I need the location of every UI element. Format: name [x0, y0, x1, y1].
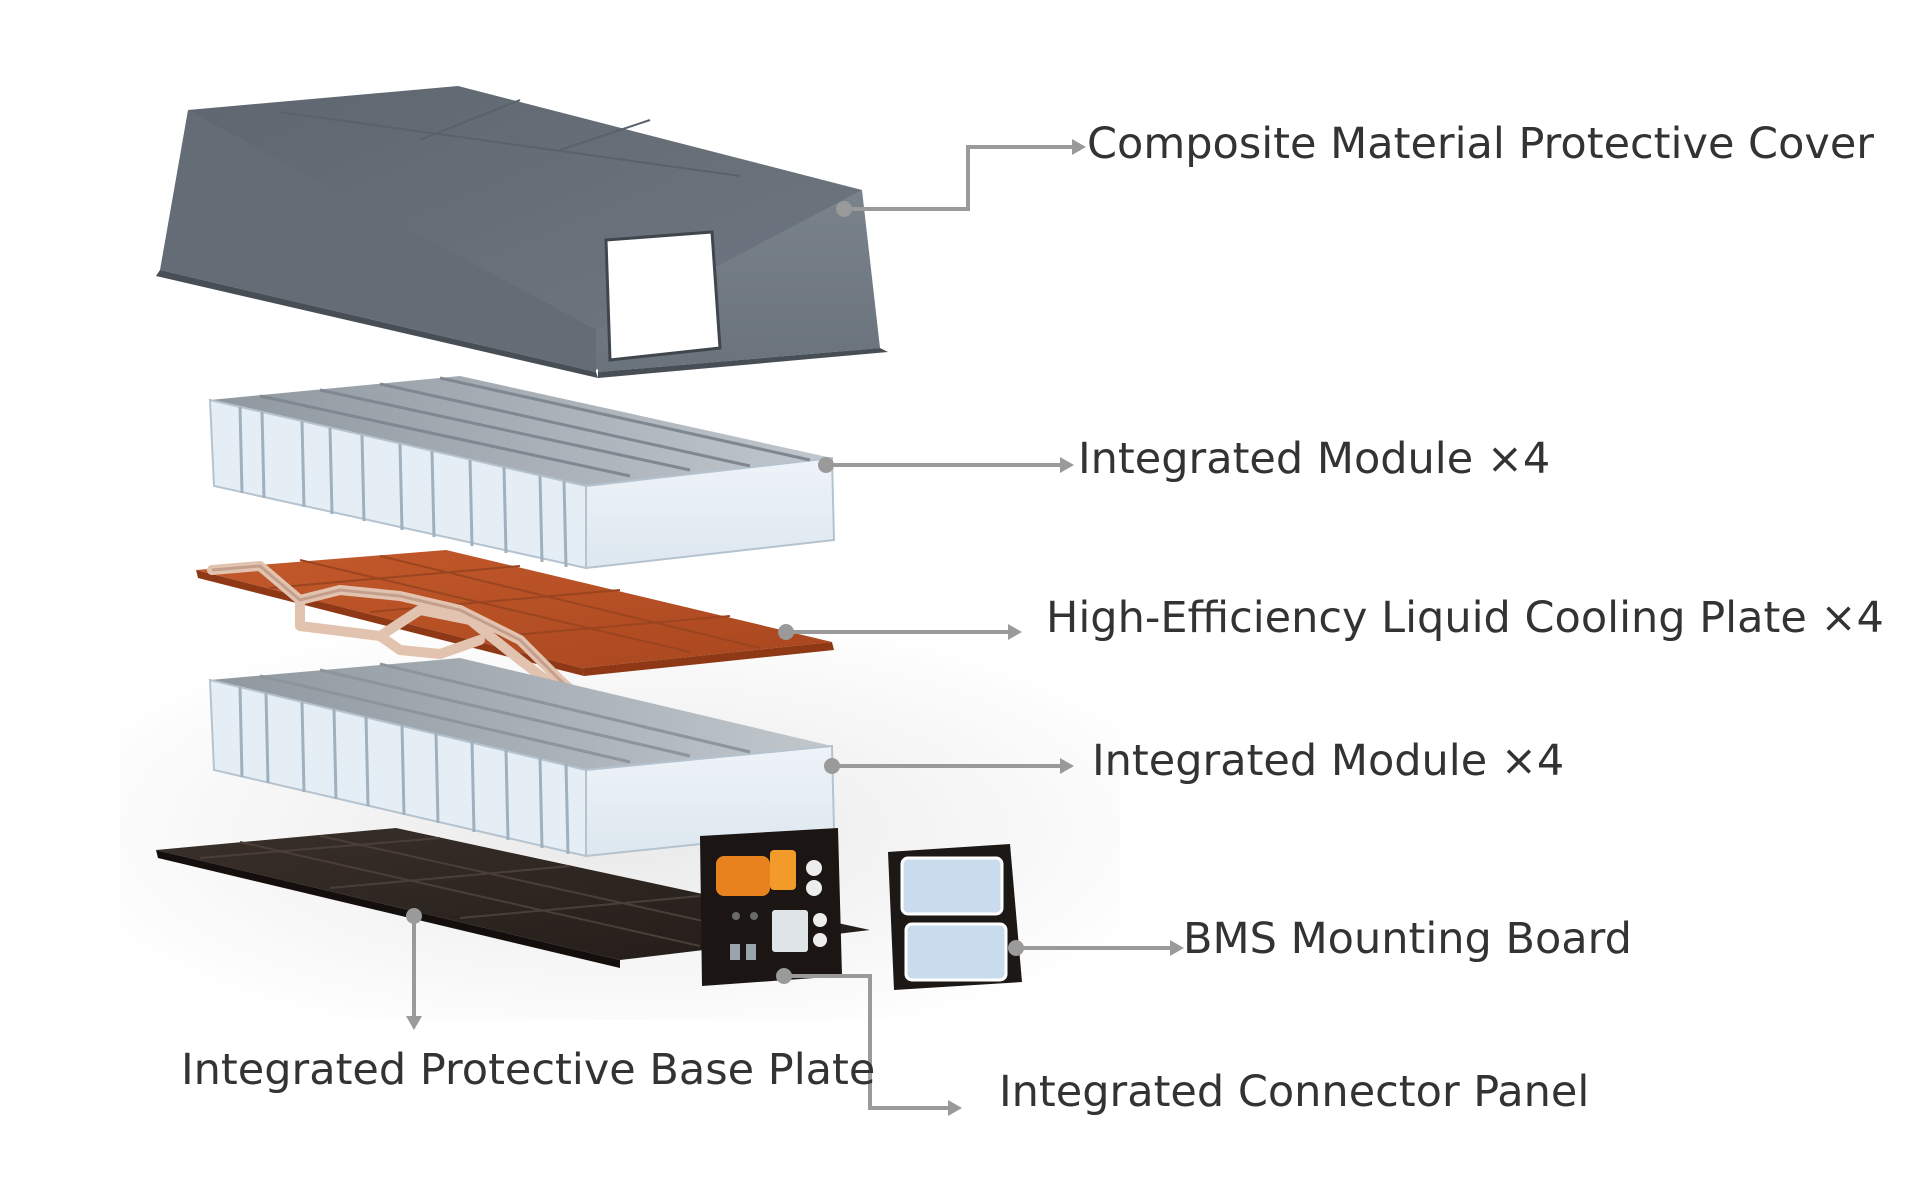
- protective-base-plate: [156, 828, 870, 968]
- label-bms-mounting-board: BMS Mounting Board: [1183, 914, 1632, 964]
- label-base-plate: Integrated Protective Base Plate: [181, 1045, 876, 1095]
- leader-markers: [406, 139, 1184, 1116]
- integrated-module-bottom: [208, 658, 836, 858]
- bms-mounting-board: [888, 844, 1022, 990]
- label-integrated-module-top: Integrated Module ×4: [1078, 434, 1551, 484]
- connector-panel: [700, 828, 842, 986]
- label-integrated-module-bottom: Integrated Module ×4: [1092, 736, 1565, 786]
- leader-cover: [844, 145, 1072, 211]
- leader-lines: [412, 145, 1170, 1110]
- liquid-cooling-plate: [196, 550, 834, 721]
- label-protective-cover: Composite Material Protective Cover: [1087, 119, 1874, 169]
- integrated-module-top: [208, 376, 836, 570]
- label-connector-panel: Integrated Connector Panel: [999, 1067, 1590, 1117]
- protective-cover: [156, 86, 888, 378]
- label-cooling-plate: High-Efficiency Liquid Cooling Plate ×4: [1046, 593, 1884, 643]
- leader-connector: [784, 974, 948, 1110]
